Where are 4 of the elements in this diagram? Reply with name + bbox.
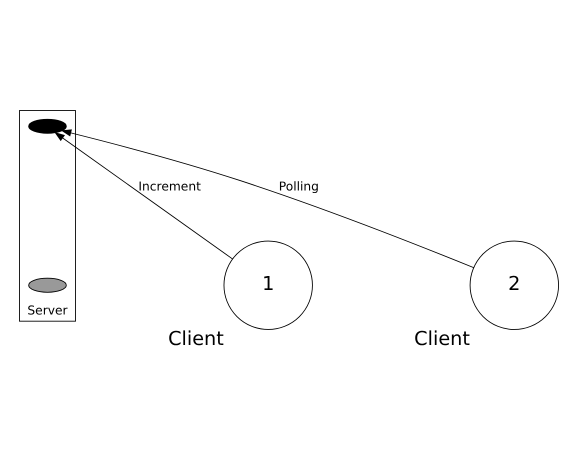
- edge-label: Increment: [138, 179, 201, 194]
- edge-label: Polling: [278, 179, 319, 194]
- node-label: Client: [414, 326, 470, 350]
- node-label: Client: [168, 326, 224, 350]
